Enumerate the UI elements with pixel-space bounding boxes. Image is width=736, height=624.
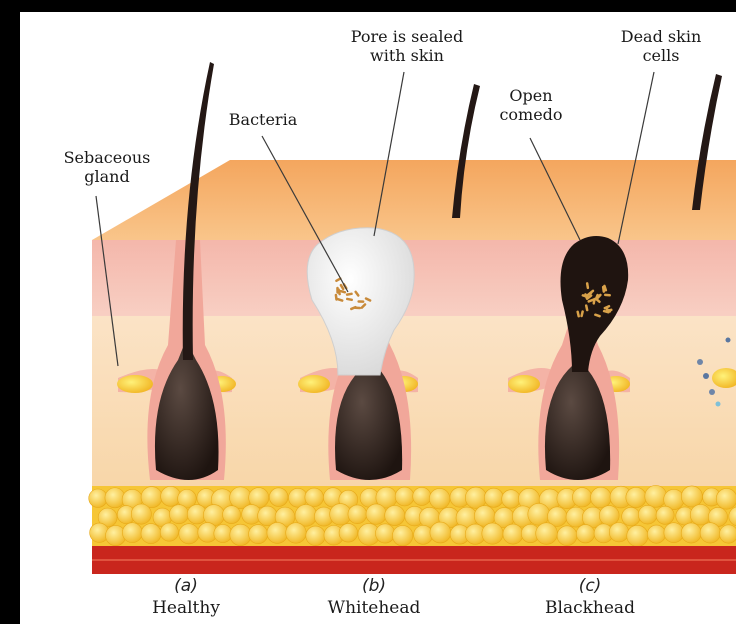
label-pore-sealed: Pore is sealed with skin xyxy=(322,27,492,65)
caption-letter-b: (b) xyxy=(314,576,434,596)
label-bacteria: Bacteria xyxy=(198,110,328,129)
caption-name-b: Whitehead xyxy=(294,598,454,618)
caption-name-c: Blackhead xyxy=(510,598,670,618)
caption-name-a: Healthy xyxy=(106,598,266,618)
caption-letter-c: (c) xyxy=(530,576,650,596)
caption-letter-a: (a) xyxy=(126,576,246,596)
label-open-comedo: Open comedo xyxy=(476,86,586,124)
fat-cells xyxy=(89,485,736,546)
label-dead-skin-cells: Dead skin cells xyxy=(596,27,726,65)
label-sebaceous-gland: Sebaceous gland xyxy=(42,148,172,186)
